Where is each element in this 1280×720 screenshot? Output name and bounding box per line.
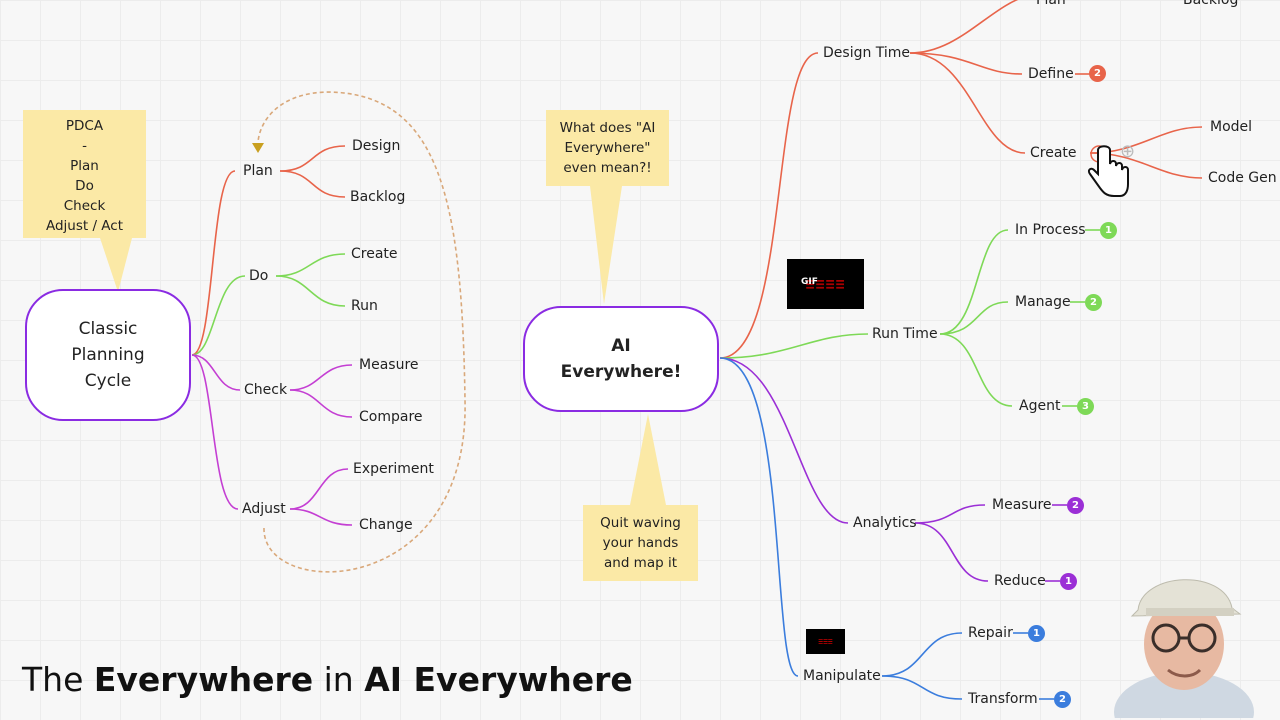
pdca-line: Adjust / Act [29, 216, 140, 236]
badge-repair: 1 [1028, 625, 1045, 642]
node-manipulate[interactable]: Manipulate [803, 667, 881, 685]
node-agent[interactable]: Agent [1019, 397, 1060, 415]
sticky-question[interactable]: What does "AI Everywhere" even mean?! [546, 110, 669, 186]
edge-classic-plan [192, 171, 235, 355]
node-create-right[interactable]: Create [1030, 144, 1077, 162]
node-manage[interactable]: Manage [1015, 293, 1071, 311]
edge-classic-adjust [192, 355, 238, 509]
node-plan-top[interactable]: Plan [1036, 0, 1066, 9]
sticky-pdca[interactable]: PDCA - Plan Do Check Adjust / Act [23, 110, 146, 238]
sticky-tail-quit [630, 414, 666, 505]
node-plan[interactable]: Plan [243, 162, 273, 180]
root-label: AI Everywhere! [561, 333, 682, 385]
node-measure[interactable]: Measure [359, 356, 419, 374]
node-run-time[interactable]: Run Time [872, 325, 938, 343]
sticky-tail-pdca [100, 238, 132, 292]
pdca-line: Plan [29, 156, 140, 176]
node-code-gen[interactable]: Code Gen [1208, 169, 1277, 187]
badge-in-process: 1 [1100, 222, 1117, 239]
edge-analytics-measure [915, 505, 985, 523]
node-design-time[interactable]: Design Time [823, 44, 910, 62]
caption-emphasis: AI Everywhere [364, 660, 633, 699]
edge-ai-manipulate [720, 358, 798, 676]
root-label: Classic Planning Cycle [57, 316, 159, 394]
caption-part: The [22, 660, 94, 699]
node-model[interactable]: Model [1210, 118, 1252, 136]
edge-do-run [276, 276, 345, 306]
edge-classic-do [192, 276, 245, 355]
node-run[interactable]: Run [351, 297, 378, 315]
arrow-head-icon [252, 143, 264, 153]
edge-plan-backlog [280, 171, 345, 197]
gif-thumbnail-small[interactable]: ≡≡≡ [806, 629, 845, 654]
gif-label: GIF [801, 277, 818, 287]
presenter-webcam [1112, 562, 1258, 718]
node-define[interactable]: Define [1028, 65, 1074, 83]
edge-manipulate-transform [882, 676, 962, 699]
node-do[interactable]: Do [249, 267, 268, 285]
node-experiment[interactable]: Experiment [353, 460, 434, 478]
slide-caption: The Everywhere in AI Everywhere [22, 660, 633, 699]
node-in-process[interactable]: In Process [1015, 221, 1086, 239]
edge-runtime-agent [940, 334, 1012, 406]
pdca-line: - [29, 136, 140, 156]
edge-analytics-reduce [915, 523, 988, 581]
badge-reduce: 1 [1060, 573, 1077, 590]
node-repair[interactable]: Repair [968, 624, 1013, 642]
edge-manipulate-repair [882, 633, 962, 676]
sticky-quit[interactable]: Quit waving your hands and map it [583, 505, 698, 581]
node-compare[interactable]: Compare [359, 408, 423, 426]
edge-designtime-create [910, 53, 1025, 153]
gif-thumbnail-warning[interactable]: ≡≡≡≡ GIF [787, 259, 864, 309]
edge-do-create [276, 254, 345, 276]
node-change[interactable]: Change [359, 516, 413, 534]
node-analytics[interactable]: Analytics [853, 514, 917, 532]
badge-transform: 2 [1054, 691, 1071, 708]
root-ai-everywhere[interactable]: AI Everywhere! [523, 306, 719, 412]
edge-adjust-experiment [290, 469, 348, 509]
caption-part: in [313, 660, 364, 699]
pdca-line: Check [29, 196, 140, 216]
node-transform[interactable]: Transform [968, 690, 1038, 708]
edge-runtime-inprocess [940, 230, 1008, 334]
node-check[interactable]: Check [244, 381, 287, 399]
edge-adjust-change [290, 509, 352, 525]
edge-check-measure [290, 365, 352, 390]
badge-measure: 2 [1067, 497, 1084, 514]
node-backlog-top[interactable]: Backlog [1183, 0, 1238, 9]
pdca-line: PDCA [29, 116, 140, 136]
badge-agent: 3 [1077, 398, 1094, 415]
edge-designtime-plan [910, 0, 1030, 53]
root-classic-planning-cycle[interactable]: Classic Planning Cycle [25, 289, 191, 421]
edge-plan-design [280, 146, 345, 171]
node-adjust[interactable]: Adjust [242, 500, 286, 518]
node-create[interactable]: Create [351, 245, 398, 263]
plus-icon[interactable]: ⊕ [1120, 141, 1135, 162]
caption-emphasis: Everywhere [94, 660, 313, 699]
edge-check-compare [290, 390, 352, 417]
edge-ai-analytics [720, 358, 848, 523]
node-measure-right[interactable]: Measure [992, 496, 1052, 514]
pdca-line: Do [29, 176, 140, 196]
cycle-arc [258, 92, 465, 572]
edge-runtime-manage [940, 302, 1008, 334]
node-design[interactable]: Design [352, 137, 400, 155]
badge-define: 2 [1089, 65, 1106, 82]
badge-manage: 2 [1085, 294, 1102, 311]
edge-ai-designtime [720, 53, 818, 358]
node-backlog[interactable]: Backlog [350, 188, 405, 206]
sticky-tail-question [590, 186, 622, 304]
node-reduce[interactable]: Reduce [994, 572, 1046, 590]
